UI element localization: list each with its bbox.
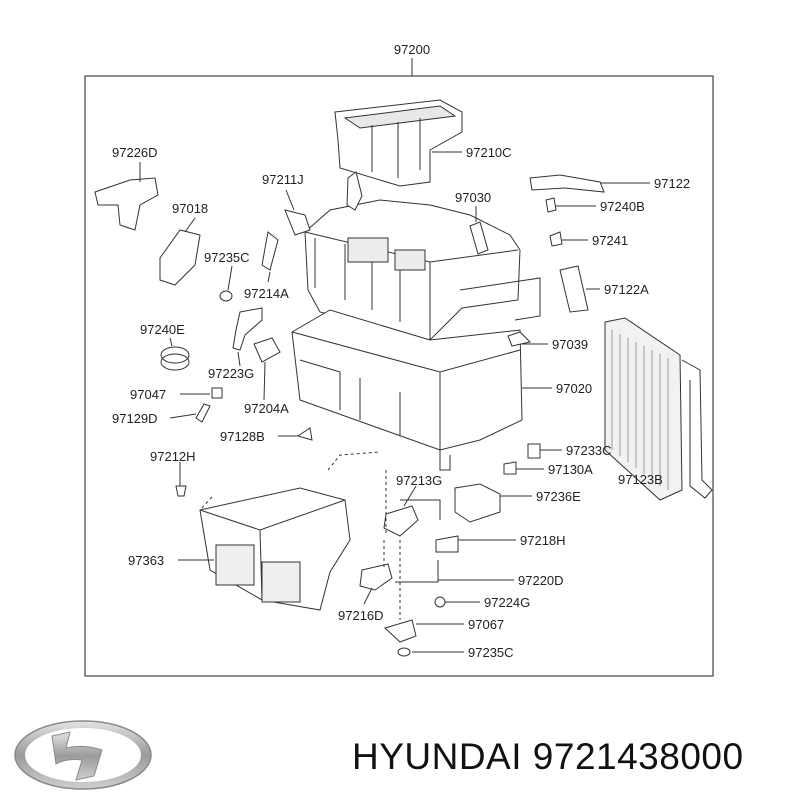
label-97122: 97122 xyxy=(654,176,690,191)
lever-97018 xyxy=(159,229,201,286)
part-labels: 97210C 97122 97240B 97241 97122A 97039 9… xyxy=(112,145,690,660)
evaporator-core xyxy=(604,317,683,501)
label-97211J: 97211J xyxy=(262,172,304,187)
label-97030: 97030 xyxy=(455,190,491,205)
label-97130A: 97130A xyxy=(548,462,593,477)
label-97039: 97039 xyxy=(552,337,588,352)
label-97212H: 97212H xyxy=(150,449,196,464)
label-97240B: 97240B xyxy=(600,199,645,214)
label-97220D: 97220D xyxy=(518,573,564,588)
label-97235C-left: 97235C xyxy=(204,250,250,265)
motor-97204A xyxy=(253,337,281,363)
label-97123B: 97123B xyxy=(618,472,663,487)
lever-97216D xyxy=(359,563,393,591)
assembly-number: 97200 xyxy=(394,42,430,57)
label-97218H: 97218H xyxy=(520,533,566,548)
label-97067: 97067 xyxy=(468,617,504,632)
label-97214A: 97214A xyxy=(244,286,289,301)
brand-part-number: HYUNDAI 9721438000 xyxy=(352,736,744,777)
label-97226D: 97226D xyxy=(112,145,158,160)
label-97223G: 97223G xyxy=(208,366,254,381)
label-97018: 97018 xyxy=(172,201,208,216)
label-97020: 97020 xyxy=(556,381,592,396)
lever-97213G xyxy=(383,505,419,537)
label-97122A: 97122A xyxy=(604,282,649,297)
link-97214A xyxy=(261,231,279,271)
label-97216D: 97216D xyxy=(338,608,384,623)
label-97241: 97241 xyxy=(592,233,628,248)
label-97233C: 97233C xyxy=(566,443,612,458)
hyundai-logo-icon xyxy=(14,720,152,790)
label-97213G: 97213G xyxy=(396,473,442,488)
label-97204A: 97204A xyxy=(244,401,289,416)
label-97128B: 97128B xyxy=(220,429,265,444)
diagram-frame xyxy=(84,75,714,677)
link-97211J xyxy=(284,209,311,236)
label-97240E: 97240E xyxy=(140,322,185,337)
leader-lines xyxy=(139,151,650,653)
lower-case xyxy=(291,309,523,451)
bracket-97226D xyxy=(94,177,159,231)
lever-97067 xyxy=(384,619,417,643)
part-drawings xyxy=(94,99,713,657)
label-97224G: 97224G xyxy=(484,595,530,610)
label-97236E: 97236E xyxy=(536,489,581,504)
label-97047: 97047 xyxy=(130,387,166,402)
label-97363: 97363 xyxy=(128,553,164,568)
label-97129D: 97129D xyxy=(112,411,158,426)
label-97235C-bottom: 97235C xyxy=(468,645,514,660)
lever-97223G xyxy=(232,307,263,351)
actuator xyxy=(454,483,501,523)
label-97210C: 97210C xyxy=(466,145,512,160)
